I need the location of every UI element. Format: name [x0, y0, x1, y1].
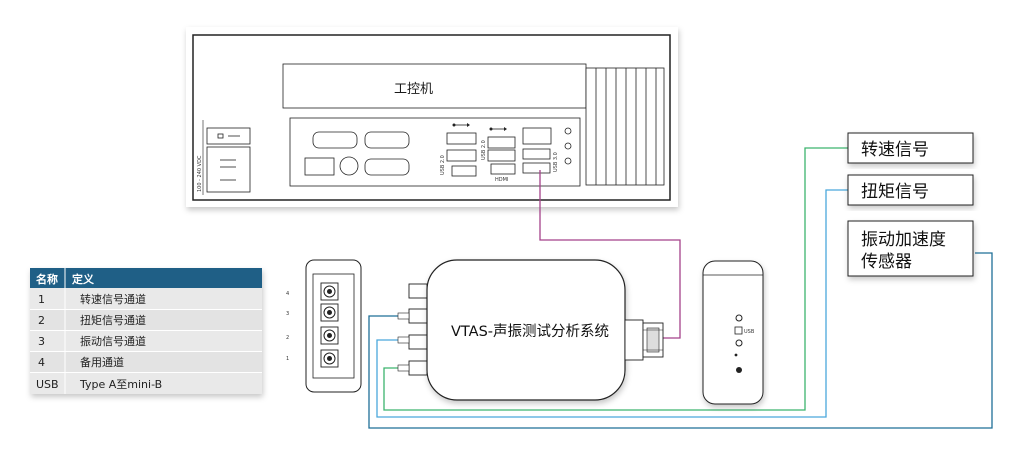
table-header-definition: 定义: [72, 272, 95, 286]
signal-label-torque-text: 扭矩信号: [861, 182, 929, 202]
table-cell-definition: 备用通道: [80, 355, 124, 369]
signal-label-speed: 转速信号: [847, 132, 974, 164]
power-module: 100 - 240 VDC: [197, 120, 251, 195]
usb-icon-left: [452, 123, 470, 127]
table-cell-definition: 转速信号通道: [80, 292, 146, 306]
channel-number-3: 3: [286, 311, 289, 317]
table-row: 4 备用通道: [30, 352, 262, 372]
vtas-system-box: VTAS-声振测试分析系统: [397, 259, 664, 401]
industrial-pc: 100 - 240 VDC 工控机: [186, 27, 678, 207]
table-cell-name: 2: [38, 314, 45, 327]
table-row: 3 振动信号通道: [30, 331, 262, 351]
table-cell-name: 3: [38, 335, 45, 348]
usb30-label: USB 3.0: [553, 152, 559, 172]
table-row: 1 转速信号通道: [30, 288, 262, 309]
module-usb-label: USB: [744, 329, 755, 335]
channel-number-1: 1: [286, 356, 289, 362]
usb20-right-label: USB 2.0: [481, 140, 487, 160]
channel-definition-table: 名称 定义 1 转速信号通道 2 扭矩信号通道 3 振动信号通道 4 备用通道: [30, 268, 262, 394]
system-label: VTAS-声振测试分析系统: [451, 322, 609, 340]
bnc-connector-1: [320, 349, 339, 368]
io-panel: USB 2.0 USB 2.0 HDMI USB 3.0: [289, 117, 581, 187]
table-header-name: 名称: [36, 272, 58, 286]
speed-signal-cable: [383, 147, 848, 411]
usb-cable: [539, 170, 681, 339]
channel-connector-strip: 4 3 2 1: [286, 259, 362, 393]
vent-slots: [585, 67, 665, 186]
signal-label-torque: 扭矩信号: [847, 174, 974, 206]
bnc-connector-2: [320, 326, 339, 345]
table-cell-definition: 振动信号通道: [80, 334, 146, 348]
table-cell-definition: 扭矩信号通道: [80, 313, 146, 327]
table-header-row: [30, 268, 262, 288]
usb-device-module: USB: [702, 260, 764, 405]
bnc-connector-3: [320, 303, 339, 322]
channel-number-2: 2: [286, 335, 289, 341]
torque-signal-cable: [376, 189, 848, 418]
signal-label-speed-text: 转速信号: [861, 140, 929, 160]
usb20-left-label: USB 2.0: [440, 155, 446, 175]
table-row: USB Type A至mini-B: [30, 373, 262, 394]
usb-plug: [624, 319, 664, 361]
bnc-connector-4: [320, 282, 339, 301]
signal-label-vibration: 振动加速度 传感器: [847, 220, 974, 277]
table-cell-definition: Type A至mini-B: [79, 378, 162, 391]
table-row: 2 扭矩信号通道: [30, 310, 262, 330]
table-cell-name: 1: [38, 293, 45, 306]
pc-title: 工控机: [394, 82, 433, 97]
signal-label-vibration-text-line2: 传感器: [861, 252, 912, 272]
power-label: 100 - 240 VDC: [197, 155, 203, 192]
signal-label-vibration-text-line1: 振动加速度: [861, 230, 946, 250]
table-cell-name: 4: [38, 356, 45, 369]
vibration-sensor-cable: [368, 252, 993, 429]
hdmi-label: HDMI: [495, 177, 508, 183]
channel-number-4: 4: [286, 291, 289, 297]
usb-icon-right: [489, 127, 507, 131]
table-cell-name: USB: [36, 378, 59, 391]
cables: [368, 147, 993, 429]
